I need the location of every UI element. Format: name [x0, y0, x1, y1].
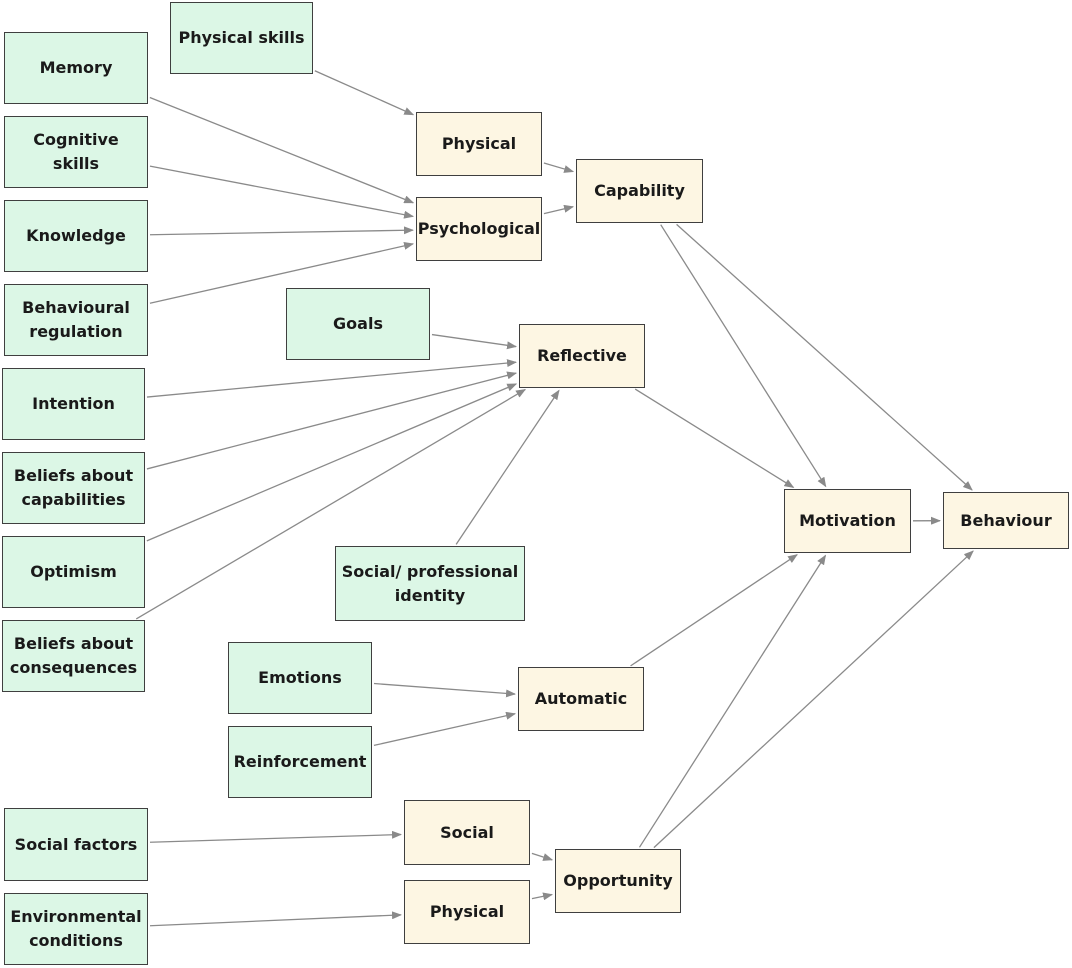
- edge-physical_skills-to-physical_capability: [314, 70, 415, 116]
- node-optimism: Optimism: [2, 536, 145, 608]
- node-capability: Capability: [576, 159, 703, 223]
- edge-capability-to-behaviour: [676, 223, 973, 491]
- edge-goals-to-reflective: [431, 333, 518, 350]
- node-beliefs-about-consequences: Beliefs about consequences: [2, 620, 145, 692]
- edge-capability-to-motivation: [660, 224, 827, 488]
- edge-intention-to-reflective: [146, 359, 518, 398]
- node-physical-opportunity: Physical: [404, 880, 530, 944]
- edge-social_professional_identity-to-reflective: [455, 389, 560, 545]
- node-intention: Intention: [2, 368, 145, 440]
- node-environmental-conditions: Environmental conditions: [4, 893, 148, 965]
- node-cognitive-skills: Cognitive skills: [4, 116, 148, 188]
- edge-behavioural_regulation-to-psychological: [149, 241, 415, 304]
- edge-reflective-to-motivation: [634, 388, 795, 488]
- node-goals: Goals: [286, 288, 430, 360]
- edge-beliefs_consequences-to-reflective: [135, 388, 527, 620]
- node-automatic: Automatic: [518, 667, 644, 731]
- node-reflective: Reflective: [519, 324, 645, 388]
- edge-knowledge-to-psychological: [149, 226, 415, 236]
- edge-automatic-to-motivation: [630, 554, 798, 667]
- edge-environmental_conditions-to-physical_opportunity: [149, 911, 403, 927]
- node-social-factors: Social factors: [4, 808, 148, 881]
- edge-social_factors-to-social_opportunity: [149, 830, 403, 843]
- edge-psychological-to-capability: [543, 204, 575, 215]
- node-physical-skills: Physical skills: [170, 2, 313, 74]
- edge-emotions-to-automatic: [373, 682, 517, 698]
- node-emotions: Emotions: [228, 642, 372, 714]
- node-physical-capability: Physical: [416, 112, 542, 176]
- edge-beliefs_capabilities-to-reflective: [146, 371, 518, 470]
- edge-optimism-to-reflective: [146, 383, 518, 542]
- edge-social_opportunity-to-opportunity: [531, 852, 554, 861]
- node-opportunity: Opportunity: [555, 849, 681, 913]
- node-behavioural-regulation: Behavioural regulation: [4, 284, 148, 356]
- edge-opportunity-to-motivation: [638, 554, 827, 848]
- edge-physical_opportunity-to-opportunity: [531, 892, 554, 901]
- node-psychological: Psychological: [416, 197, 542, 261]
- node-social-professional-identity: Social/ professional identity: [335, 546, 525, 621]
- node-knowledge: Knowledge: [4, 200, 148, 272]
- edge-physical_capability-to-capability: [543, 162, 575, 173]
- node-memory: Memory: [4, 32, 148, 104]
- edge-reinforcement-to-automatic: [373, 711, 517, 747]
- node-reinforcement: Reinforcement: [228, 726, 372, 798]
- node-social-opportunity: Social: [404, 800, 530, 865]
- edge-memory-to-psychological: [149, 96, 415, 204]
- edge-cognitive_skills-to-psychological: [149, 165, 415, 219]
- node-motivation: Motivation: [784, 489, 911, 553]
- edge-opportunity-to-behaviour: [653, 550, 974, 849]
- node-beliefs-about-capabilities: Beliefs about capabilities: [2, 452, 145, 524]
- node-behaviour: Behaviour: [943, 492, 1069, 549]
